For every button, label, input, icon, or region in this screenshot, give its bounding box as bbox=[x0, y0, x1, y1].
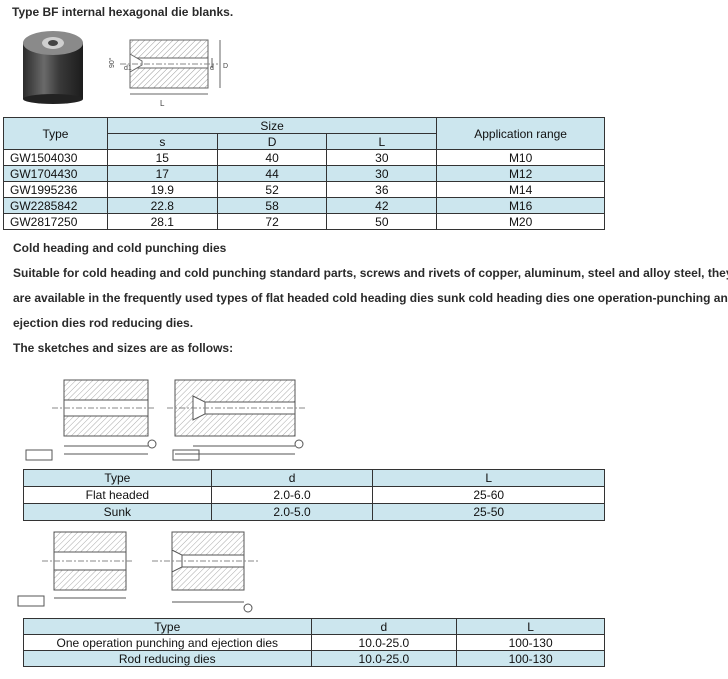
table1-cell: M12 bbox=[436, 165, 605, 182]
table1-cell: 44 bbox=[216, 165, 328, 182]
table2-cell: 25-60 bbox=[372, 486, 605, 504]
table1-header-type: Type bbox=[3, 117, 108, 150]
table-row: GW1704430 17 44 30 M12 bbox=[3, 165, 605, 182]
table1-cell: GW1995236 bbox=[3, 181, 108, 198]
table1-cell: 52 bbox=[216, 181, 328, 198]
table1-cell: 15 bbox=[106, 149, 218, 166]
table1-cell: GW1704430 bbox=[3, 165, 108, 182]
table1-cell: 40 bbox=[216, 149, 328, 166]
table-row: Sunk 2.0-5.0 25-50 bbox=[23, 503, 605, 521]
table1-cell: GW2285842 bbox=[3, 197, 108, 214]
table2-header-type: Type bbox=[23, 469, 212, 487]
table1-cell: 50 bbox=[326, 213, 438, 230]
punching-die-sketch bbox=[17, 531, 132, 607]
table-row: Flat headed 2.0-6.0 25-60 bbox=[23, 486, 605, 504]
table2-cell: Sunk bbox=[23, 503, 212, 521]
drawing1-D: D bbox=[223, 63, 228, 70]
drawing1-L: L bbox=[160, 99, 165, 108]
table2-header-d: d bbox=[210, 469, 374, 487]
sunk-die-sketch bbox=[167, 379, 307, 461]
heading-dies-table: Type d L Flat headed 2.0-6.0 25-60 Sunk … bbox=[23, 469, 605, 521]
die-blank-table: Type Size Application range s D L GW1504… bbox=[3, 117, 605, 230]
page-title: Type BF internal hexagonal die blanks. bbox=[12, 5, 234, 19]
table-row: Rod reducing dies 10.0-25.0 100-130 bbox=[23, 650, 605, 667]
table-row: GW1504030 15 40 30 M10 bbox=[3, 149, 605, 166]
die-blank-drawing: L 90° d1 d D bbox=[108, 39, 228, 108]
table1-cell: 72 bbox=[216, 213, 328, 230]
paragraph-line-3: ejection dies rod reducing dies. bbox=[13, 316, 194, 330]
table1-header-app: Application range bbox=[436, 117, 605, 150]
table1-cell: GW2817250 bbox=[3, 213, 108, 230]
drawing1-angle: 90° bbox=[108, 57, 116, 68]
table1-cell: 36 bbox=[326, 181, 438, 198]
table2-cell: 2.0-5.0 bbox=[210, 503, 374, 521]
sketch-intro: The sketches and sizes are as follows: bbox=[13, 341, 234, 355]
table2-cell: 2.0-6.0 bbox=[210, 486, 374, 504]
table1-cell: 42 bbox=[326, 197, 438, 214]
table1-header-D: D bbox=[216, 133, 328, 150]
die-blank-photo bbox=[23, 31, 83, 104]
section-heading: Cold heading and cold punching dies bbox=[13, 241, 227, 255]
table1-cell: 30 bbox=[326, 165, 438, 182]
table1-cell: GW1504030 bbox=[3, 149, 108, 166]
drawing1-d: d bbox=[210, 65, 214, 72]
table-row: GW1995236 19.9 52 36 M14 bbox=[3, 181, 605, 198]
table1-cell: M16 bbox=[436, 197, 605, 214]
table2-cell: 25-50 bbox=[372, 503, 605, 521]
table1-cell: M10 bbox=[436, 149, 605, 166]
table1-cell: 19.9 bbox=[106, 181, 218, 198]
table2-cell: Flat headed bbox=[23, 486, 212, 504]
table1-cell: 30 bbox=[326, 149, 438, 166]
table3-cell: 10.0-25.0 bbox=[310, 634, 458, 651]
table1-cell: M14 bbox=[436, 181, 605, 198]
table3-cell: 100-130 bbox=[456, 634, 605, 651]
table1-header-size: Size bbox=[106, 117, 438, 134]
table2-header-L: L bbox=[372, 469, 605, 487]
table1-cell: 17 bbox=[106, 165, 218, 182]
rod-reducing-die-sketch bbox=[152, 531, 258, 613]
table1-cell: 22.8 bbox=[106, 197, 218, 214]
table-row: GW2817250 28.1 72 50 M20 bbox=[3, 213, 605, 230]
table3-header-type: Type bbox=[23, 618, 312, 635]
table3-cell: One operation punching and ejection dies bbox=[23, 634, 312, 651]
drawing1-d1: d1 bbox=[124, 65, 132, 72]
table1-header-s: s bbox=[106, 133, 218, 150]
table-row: GW2285842 22.8 58 42 M16 bbox=[3, 197, 605, 214]
table-row: One operation punching and ejection dies… bbox=[23, 634, 605, 651]
punching-dies-table: Type d L One operation punching and ejec… bbox=[23, 618, 605, 667]
table3-cell: Rod reducing dies bbox=[23, 650, 312, 667]
paragraph-line-1: Suitable for cold heading and cold punch… bbox=[13, 266, 728, 280]
table3-header-d: d bbox=[310, 618, 458, 635]
table3-cell: 100-130 bbox=[456, 650, 605, 667]
table1-cell: 28.1 bbox=[106, 213, 218, 230]
table3-cell: 10.0-25.0 bbox=[310, 650, 458, 667]
table1-cell: 58 bbox=[216, 197, 328, 214]
flat-headed-die-sketch bbox=[25, 379, 157, 461]
paragraph-line-2: are available in the frequently used typ… bbox=[13, 291, 728, 305]
table3-header-L: L bbox=[456, 618, 605, 635]
table1-cell: M20 bbox=[436, 213, 605, 230]
table1-header-L: L bbox=[326, 133, 438, 150]
